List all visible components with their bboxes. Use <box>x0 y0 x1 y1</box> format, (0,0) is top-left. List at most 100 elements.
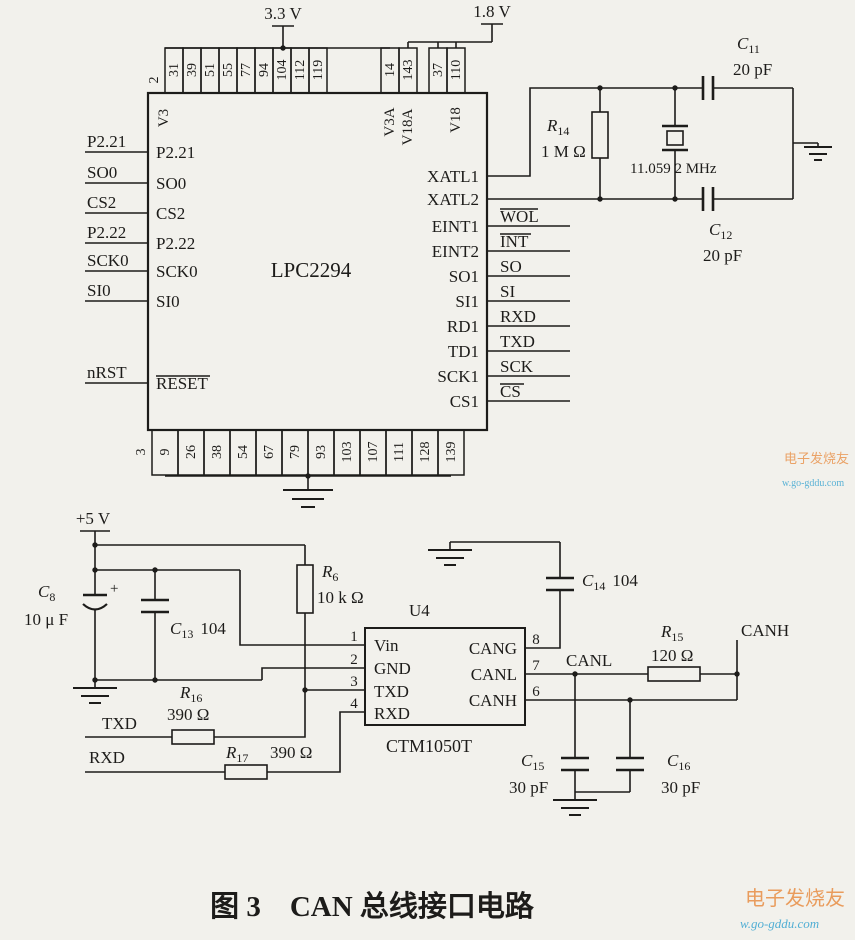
pin-label: TXD <box>374 682 409 701</box>
pin-number: 111 <box>392 442 407 462</box>
lpc-bottom-pin-numbers: 9 26 38 54 67 79 93 103 107 111 128 139 … <box>134 442 459 463</box>
pin-label: CS1 <box>450 392 479 411</box>
supply-5v-label: +5 V <box>76 509 111 528</box>
watermark-bottom-right: 电子发烧友 w.go-gddu.com <box>740 887 845 931</box>
lpc-top-pin-numbers: 31 39 51 55 77 94 104 112 119 14 143 37 … <box>147 60 464 84</box>
ctm1050t-part-number: CTM1050T <box>386 736 472 756</box>
pin-number: 128 <box>418 442 433 463</box>
pin-label: CANH <box>469 691 517 710</box>
c8-value: 10 μ F <box>24 610 68 629</box>
net-label: INT <box>500 232 529 251</box>
pin-label: P2.21 <box>156 143 195 162</box>
net-label: SCK <box>500 357 534 376</box>
u4-pin-labels: Vin GND TXD RXD CANG CANL CANH <box>374 636 517 723</box>
pin-label: CANL <box>471 665 517 684</box>
pin-number: 110 <box>449 60 464 80</box>
net-label: SI <box>500 282 515 301</box>
pin-label: P2.22 <box>156 234 195 253</box>
pin-number: 93 <box>314 445 329 459</box>
r14-value: 1 M Ω <box>541 142 586 161</box>
pin-number: 94 <box>257 63 272 77</box>
pin-number: 143 <box>401 60 416 81</box>
pin-label: XATL2 <box>427 190 479 209</box>
c16-value: 30 pF <box>661 778 700 797</box>
pin-label: EINT2 <box>432 242 479 261</box>
pin-label: EINT1 <box>432 217 479 236</box>
c12-ref: C12 <box>709 220 732 242</box>
v3a-label: V3A <box>382 107 398 136</box>
lpc-left-labels-outside: P2.21 SO0 CS2 P2.22 SCK0 SI0 nRST <box>87 132 129 382</box>
c15-value: 30 pF <box>509 778 548 797</box>
net-canl-label: CANL <box>566 651 612 670</box>
c15-ref: C15 <box>521 751 544 773</box>
watermark-site-url: w.go-gddu.com <box>740 916 819 931</box>
v18a-label: V18A <box>400 109 416 146</box>
supply-1v8-label: 1.8 V <box>473 2 511 21</box>
r6-value: 10 k Ω <box>317 588 364 607</box>
pin-label: TD1 <box>448 342 479 361</box>
pin-label: SCK0 <box>156 262 198 281</box>
resistor-r6-body <box>296 564 314 614</box>
c8-curved-plate <box>82 603 108 611</box>
c12-value: 20 pF <box>703 246 742 265</box>
watermark-site-name: 电子发烧友 <box>784 451 849 466</box>
net-label: CS <box>500 382 521 401</box>
c11-value: 20 pF <box>733 60 772 79</box>
pin-number: 31 <box>167 63 182 77</box>
net-label: nRST <box>87 363 127 382</box>
pin-label: SI0 <box>156 292 180 311</box>
r17-value: 390 Ω <box>270 743 312 762</box>
net-label: CS2 <box>87 193 116 212</box>
pin-number: 79 <box>288 445 303 459</box>
pin-number: 2 <box>350 652 358 668</box>
net-canh-label: CANH <box>741 621 789 640</box>
c8-ref: C8 <box>38 582 55 604</box>
net-label: P2.21 <box>87 132 126 151</box>
junction-dots <box>92 45 740 703</box>
watermark-site-name: 电子发烧友 <box>745 887 845 910</box>
net-txd-label: TXD <box>102 714 137 733</box>
resistor-r16-body <box>171 729 215 745</box>
pin-number: 8 <box>532 632 540 648</box>
c16-ref: C16 <box>667 751 690 773</box>
net-label: SI0 <box>87 281 111 300</box>
pin-label: CANG <box>469 639 517 658</box>
ctm1050t-body <box>364 627 526 726</box>
net-label: SO <box>500 257 522 276</box>
pin-number: 4 <box>350 696 358 712</box>
lpc-bottom-pin-boxes <box>151 429 465 476</box>
r15-ref: R15 <box>660 622 683 644</box>
lpc-top-pin-boxes <box>164 47 466 94</box>
pin-label: SCK1 <box>437 367 479 386</box>
net-label: TXD <box>500 332 535 351</box>
lpc-left-labels-inside: P2.21 SO0 CS2 P2.22 SCK0 SI0 RESET <box>156 143 209 393</box>
u4-pin-numbers: 1 2 3 4 8 7 6 <box>350 629 540 712</box>
supply-3v3-label: 3.3 V <box>264 4 302 23</box>
net-label: WOL <box>500 207 539 226</box>
pin-number: 1 <box>350 629 358 645</box>
pin-number: 77 <box>239 63 254 77</box>
net-label: P2.22 <box>87 223 126 242</box>
pin-label: SO0 <box>156 174 186 193</box>
wire-net <box>80 23 819 800</box>
pin-number: 107 <box>366 442 381 463</box>
capacitor-plates <box>83 76 715 772</box>
resistor-r14-body <box>591 111 609 159</box>
watermark-site-url: w.go-gddu.com <box>782 478 844 489</box>
pin-number: 54 <box>236 445 251 459</box>
pin-number: 112 <box>293 60 308 80</box>
pin-label: RD1 <box>447 317 479 336</box>
pin-number: 9 <box>158 449 173 456</box>
pin-label: XATL1 <box>427 167 479 186</box>
pin-number: 139 <box>444 442 459 463</box>
lpc2294-name: LPC2294 <box>271 258 352 282</box>
pin-number: 119 <box>311 60 326 80</box>
net-label: SCK0 <box>87 251 129 270</box>
pin-number: 103 <box>340 442 355 463</box>
pin-label: SI1 <box>455 292 479 311</box>
r17-ref: R17 <box>225 743 248 765</box>
ground-symbols <box>73 146 832 816</box>
